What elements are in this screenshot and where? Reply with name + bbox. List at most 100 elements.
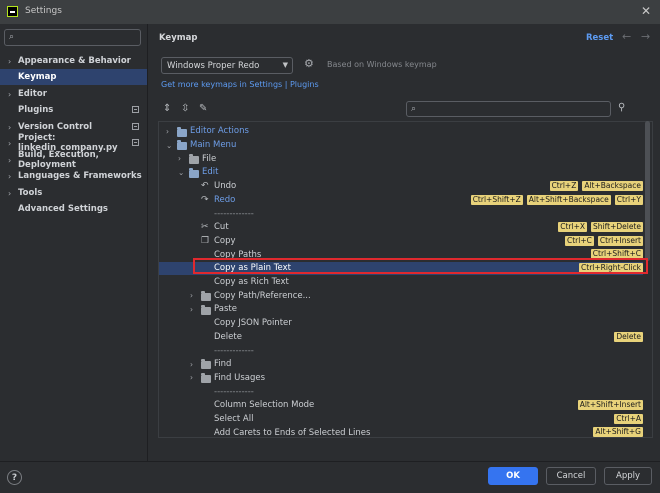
shortcut-badge: Ctrl+Z <box>549 180 579 191</box>
sidebar-item-plugins[interactable]: Plugins <box>0 102 147 118</box>
help-button[interactable]: ? <box>7 470 22 485</box>
sidebar-item-label: Version Control <box>18 122 93 132</box>
sidebar-item-build-execution-deployment[interactable]: ›Build, Execution, Deployment <box>0 150 147 170</box>
tree-row[interactable]: ⌄ Main Menu <box>159 138 643 152</box>
chevron-right-icon[interactable]: › <box>190 291 193 301</box>
tree-row-label: Copy JSON Pointer <box>214 318 292 329</box>
sidebar-item-tools[interactable]: ›Tools <box>0 185 147 201</box>
app-logo-icon <box>7 6 18 17</box>
tree-scrollbar[interactable] <box>645 121 650 261</box>
edit-shortcut-icon[interactable]: ✎ <box>199 103 208 114</box>
tree-row-label: Main Menu <box>190 140 237 151</box>
apply-button[interactable]: Apply <box>604 467 652 485</box>
tree-row[interactable]: ------------- <box>159 344 643 358</box>
chevron-right-icon[interactable]: › <box>190 373 193 383</box>
tree-row[interactable]: ⌄Edit <box>159 166 643 180</box>
sidebar-item-appearance-behavior[interactable]: ›Appearance & Behavior <box>0 53 147 69</box>
sidebar-item-label: Languages & Frameworks <box>18 171 142 181</box>
tree-row-label: File <box>202 153 217 164</box>
tree-row-label: ------------- <box>214 386 254 397</box>
shortcut-badge: Ctrl+A <box>614 413 643 424</box>
based-on-text: Based on Windows keymap <box>327 60 437 69</box>
tree-row-label: Find <box>214 359 232 370</box>
tree-row[interactable]: › File <box>159 152 643 166</box>
sidebar-item-keymap[interactable]: Keymap <box>0 69 147 85</box>
title-bar: Settings ✕ <box>0 0 660 24</box>
chevron-down-icon[interactable]: ⌄ <box>166 140 173 150</box>
tree-row[interactable]: › Editor Actions <box>159 125 643 139</box>
find-by-shortcut-icon[interactable]: ⚲ <box>618 102 626 113</box>
tree-row[interactable]: Copy as Rich Text <box>159 275 643 289</box>
sidebar-item-label: Plugins <box>18 105 54 115</box>
cut-icon: ✂ <box>201 222 209 233</box>
close-icon[interactable]: ✕ <box>640 4 651 18</box>
sidebar-item-editor[interactable]: › Editor <box>0 86 147 102</box>
shortcut-badge: Alt+Shift+Backspace <box>526 194 611 205</box>
get-more-keymaps-link[interactable]: Get more keymaps in Settings | Plugins <box>161 80 319 89</box>
keymap-select[interactable]: Windows Proper Redo ▼ <box>161 57 293 74</box>
tree-row[interactable]: Copy JSON Pointer <box>159 316 643 330</box>
sidebar-item-advanced-settings[interactable]: Advanced Settings <box>0 201 147 217</box>
expand-all-icon[interactable]: ⇕ <box>163 103 172 114</box>
settings-search-input[interactable] <box>21 31 139 44</box>
sidebar-item-label: Editor <box>18 89 47 99</box>
page-title: Keymap <box>159 33 198 43</box>
undo-icon: ↶ <box>201 181 209 192</box>
shortcut-badge: Ctrl+Shift+C <box>590 249 643 260</box>
settings-search-box[interactable]: ⌕ <box>4 29 141 46</box>
tree-row[interactable]: › Find <box>159 357 643 371</box>
chevron-right-icon[interactable]: › <box>190 304 193 314</box>
tree-row[interactable]: ------------- <box>159 207 643 221</box>
chevron-right-icon[interactable]: › <box>190 359 193 369</box>
gear-icon[interactable]: ⚙ <box>304 57 314 70</box>
back-arrow-icon[interactable]: ← <box>622 30 632 43</box>
chevron-right-icon: › <box>8 138 12 148</box>
tree-row-label: Redo <box>214 194 236 205</box>
shortcut-badge: Ctrl+C <box>564 235 594 246</box>
tree-row[interactable]: ›Paste <box>159 303 643 317</box>
tree-row-label: Column Selection Mode <box>214 400 315 411</box>
folder-icon <box>201 304 211 315</box>
project-settings-icon <box>132 123 139 130</box>
chevron-down-icon[interactable]: ⌄ <box>178 167 185 177</box>
tree-row-label: Editor Actions <box>190 126 249 137</box>
cancel-button[interactable]: Cancel <box>546 467 596 485</box>
sidebar-item-label: Keymap <box>18 72 57 82</box>
forward-arrow-icon[interactable]: → <box>641 30 651 43</box>
shortcut-badge: Alt+Backspace <box>582 180 643 191</box>
sidebar-item-project-linkedin-company-py[interactable]: ›Project: linkedin_company.py <box>0 133 147 153</box>
folder-icon <box>201 373 211 384</box>
action-search-box[interactable]: ⌕ <box>406 101 611 117</box>
tree-row-label: Add Carets to Ends of Selected Lines <box>214 427 371 438</box>
chevron-right-icon[interactable]: › <box>178 154 181 164</box>
tree-row-label: Find Usages <box>214 372 266 383</box>
chevron-right-icon[interactable]: › <box>166 126 169 136</box>
folder-icon <box>201 359 211 370</box>
ok-button[interactable]: OK <box>488 467 538 485</box>
chevron-right-icon: › <box>8 122 12 132</box>
folder-icon <box>177 126 187 137</box>
collapse-all-icon[interactable]: ⇳ <box>181 103 190 114</box>
chevron-right-icon: › <box>8 188 12 198</box>
sidebar-item-languages-frameworks[interactable]: ›Languages & Frameworks <box>0 168 147 184</box>
chevron-right-icon: › <box>8 89 12 99</box>
tree-row[interactable]: ›Copy Path/Reference... <box>159 289 643 303</box>
folder-icon <box>189 153 199 164</box>
redo-icon: ↷ <box>201 194 209 205</box>
tree-row[interactable]: ------------- <box>159 385 643 399</box>
action-search-input[interactable] <box>422 103 607 115</box>
tree-row[interactable]: › Find Usages <box>159 371 643 385</box>
sidebar-item-version-control[interactable]: › Version Control <box>0 119 147 135</box>
reset-link[interactable]: Reset <box>586 33 614 43</box>
sidebar-item-label: Appearance & Behavior <box>18 56 131 66</box>
